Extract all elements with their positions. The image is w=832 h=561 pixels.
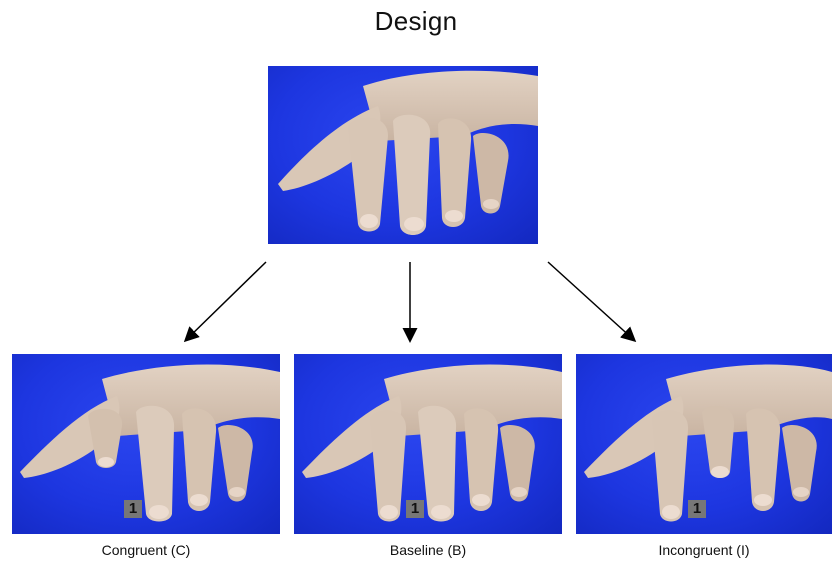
stimulus-number-badge: 1 <box>406 500 424 518</box>
arrow-to-incongruent <box>547 261 637 343</box>
congruent-caption: Congruent (C) <box>101 542 191 558</box>
hand-rest-illustration <box>302 364 562 522</box>
incongruent-caption: Incongruent (I) <box>658 542 750 558</box>
diagram-title: Design <box>374 6 458 36</box>
hand-middle-lifted-illustration <box>584 364 832 522</box>
hand-index-lifted-illustration <box>20 364 280 522</box>
congruent-photo: 1 <box>12 354 280 534</box>
hand-illustration <box>278 70 538 235</box>
stimulus-number-badge: 1 <box>688 500 706 518</box>
baseline-photo: 1 <box>294 354 562 534</box>
top-hand-photo <box>268 66 538 244</box>
incongruent-photo: 1 <box>576 354 832 534</box>
baseline-caption: Baseline (B) <box>389 542 467 558</box>
stimulus-number-badge: 1 <box>124 500 142 518</box>
arrow-to-congruent <box>183 261 267 343</box>
